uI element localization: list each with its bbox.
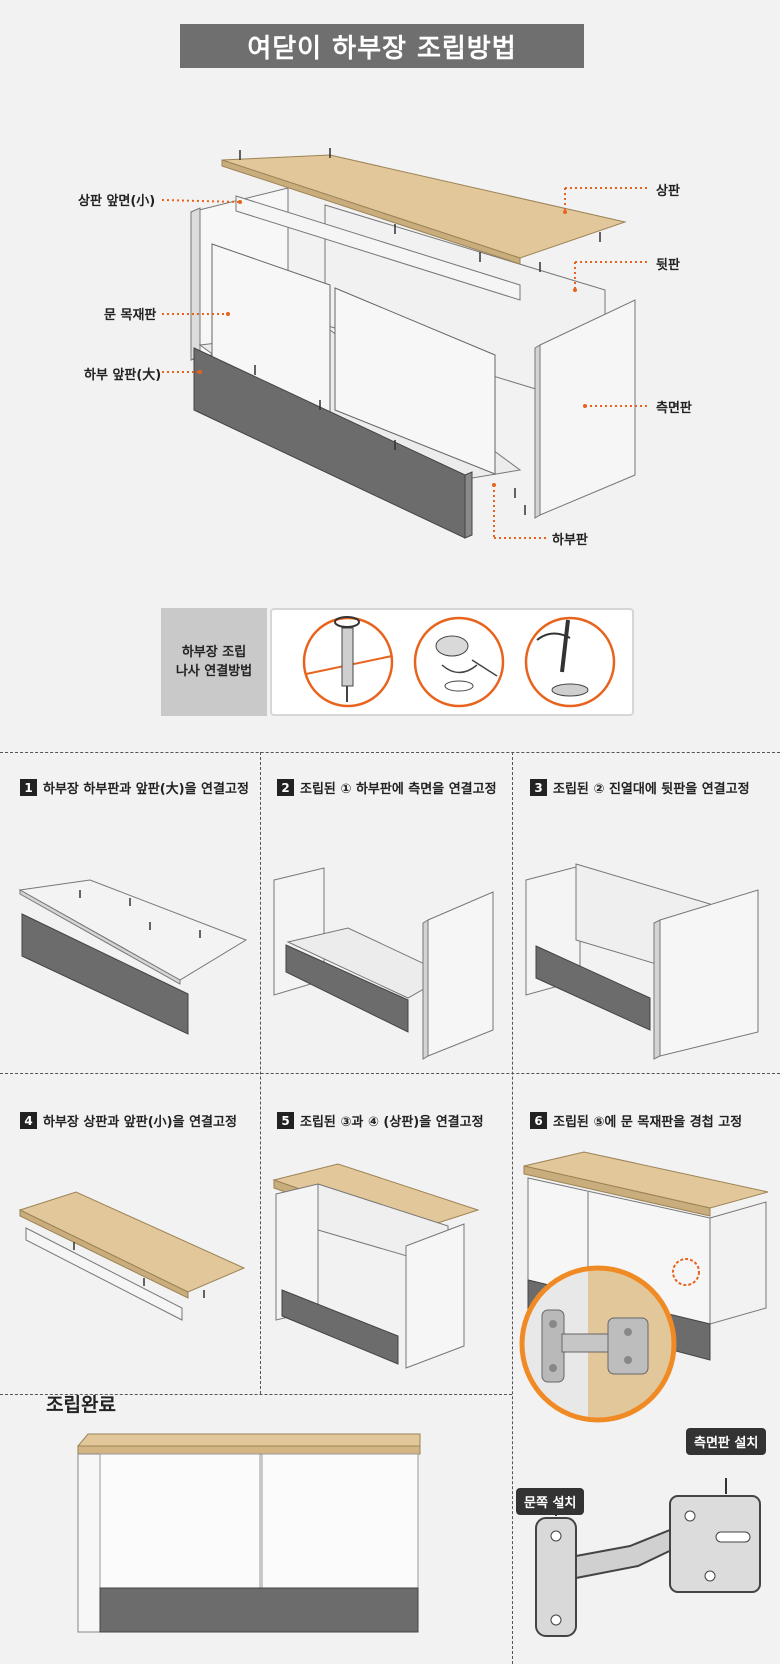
step-2-text: 조립된 ① 하부판에 측면을 연결고정 <box>300 782 497 797</box>
step-2-illustration <box>273 867 494 1060</box>
step-6-title: 6 조립된 ⑤에 문 목재판을 경첩 고정 <box>530 1111 742 1130</box>
side-panel-install-tag: 측면판 설치 <box>686 1428 767 1455</box>
callout-bottom-panel: 하부판 <box>552 533 588 548</box>
screw-guide-label: 하부장 조립 나사 연결방법 <box>161 608 267 716</box>
step-1-illustration <box>18 879 248 1035</box>
step-1-number: 1 <box>20 779 37 796</box>
step-2-title: 2 조립된 ① 하부판에 측면을 연결고정 <box>277 778 497 797</box>
screw-guide-line2: 나사 연결방법 <box>175 664 253 679</box>
step-5-title: 5 조립된 ③과 ④ (상판)을 연결고정 <box>277 1111 484 1130</box>
column-divider-2 <box>512 752 513 1664</box>
section-divider-mid <box>0 1073 780 1074</box>
section-divider-bottom <box>0 1394 512 1395</box>
step-4-illustration <box>18 1191 246 1321</box>
step-3-number: 3 <box>530 779 547 796</box>
callout-door-panel: 문 목재판 <box>104 308 157 323</box>
step-4-number: 4 <box>20 1112 37 1129</box>
screw-guide-line1: 하부장 조립 <box>181 644 247 660</box>
step-1-text: 하부장 하부판과 앞판(大)을 연결고정 <box>43 782 249 797</box>
door-side-install-tag: 문쪽 설치 <box>516 1488 585 1515</box>
complete-cabinet-illustration <box>76 1433 421 1633</box>
step-3-illustration <box>525 863 759 1060</box>
screw-step-illustrations <box>302 616 616 708</box>
step-3-title: 3 조립된 ② 진열대에 뒷판을 연결고정 <box>530 778 750 797</box>
callout-top-panel: 상판 <box>656 184 680 199</box>
callout-side-panel: 측면판 <box>656 401 692 416</box>
hinge-zoom-illustration <box>519 1265 677 1423</box>
step-4-title: 4 하부장 상판과 앞판(小)을 연결고정 <box>20 1111 237 1130</box>
step-2-number: 2 <box>277 779 294 796</box>
step-5-illustration <box>272 1163 480 1369</box>
section-divider-top <box>0 752 780 753</box>
callout-top-front-small: 상판 앞면(小) <box>78 194 156 209</box>
step-6-text: 조립된 ⑤에 문 목재판을 경첩 고정 <box>553 1115 743 1130</box>
callout-back-panel: 뒷판 <box>656 258 680 273</box>
complete-title: 조립완료 <box>46 1394 116 1416</box>
step-4-text: 하부장 상판과 앞판(小)을 연결고정 <box>43 1115 237 1130</box>
step-5-text: 조립된 ③과 ④ (상판)을 연결고정 <box>300 1115 484 1130</box>
page-title: 여닫이 하부장 조립방법 <box>180 24 584 68</box>
step-3-text: 조립된 ② 진열대에 뒷판을 연결고정 <box>553 782 750 797</box>
callout-bottom-front-large: 하부 앞판(大) <box>84 368 162 383</box>
step-6-number: 6 <box>530 1112 547 1129</box>
screw-guide-illustrations <box>270 608 634 716</box>
hinge-detail-illustration <box>535 1478 761 1637</box>
exploded-cabinet-diagram <box>161 148 650 539</box>
column-divider-1 <box>260 752 261 1394</box>
step-5-number: 5 <box>277 1112 294 1129</box>
step-1-title: 1 하부장 하부판과 앞판(大)을 연결고정 <box>20 778 249 797</box>
